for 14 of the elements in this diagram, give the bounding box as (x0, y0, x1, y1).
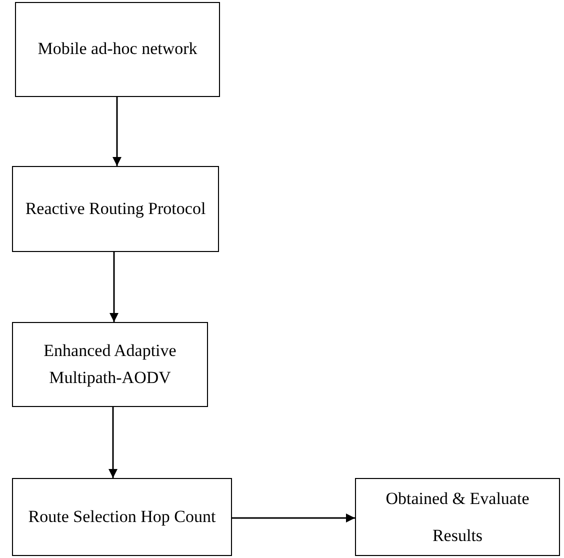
process-box (15, 2, 220, 97)
box-label: Obtained & Evaluate Results (384, 488, 530, 547)
arrow (112, 97, 122, 166)
arrow (108, 407, 118, 478)
box-label: Reactive Routing Protocol (25, 198, 206, 220)
box-label: Mobile ad-hoc network (38, 38, 198, 60)
arrow (232, 514, 355, 522)
process-box (12, 478, 232, 556)
process-box (355, 478, 560, 556)
box-label: Route Selection Hop Count (28, 506, 216, 528)
process-box (12, 166, 219, 252)
process-box (12, 322, 208, 407)
arrow (110, 252, 118, 322)
box-label: Enhanced Adaptive Multipath-AODV (42, 340, 178, 389)
